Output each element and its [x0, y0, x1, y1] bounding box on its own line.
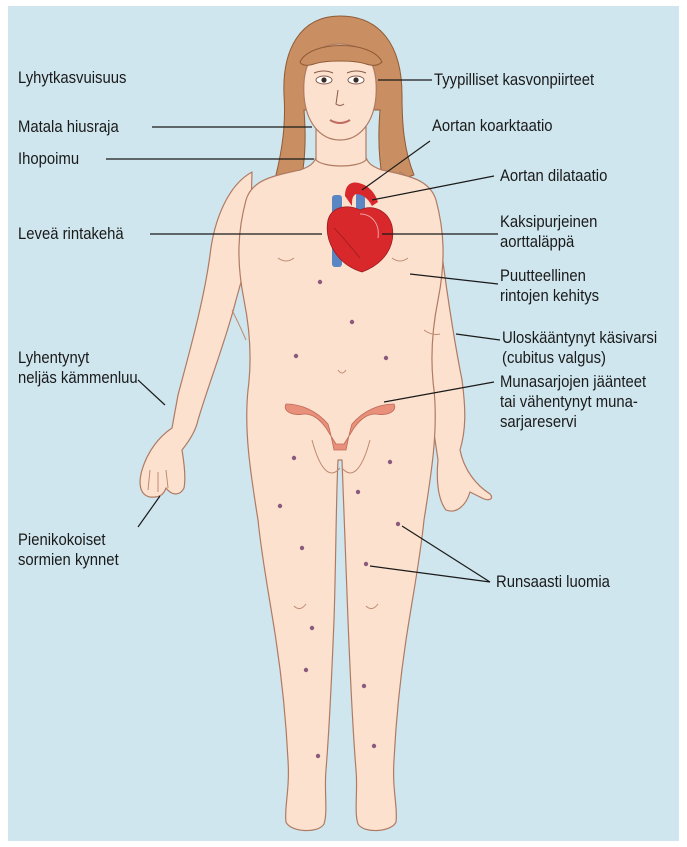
- label-short-metacarpal: Lyhentynyt neljäs kämmenluu: [18, 348, 138, 388]
- label-aortic-dilatation: Aortan dilataatio: [500, 166, 607, 186]
- label-line: Lyhentynyt: [18, 348, 138, 368]
- label-low-hairline: Matala hiusraja: [18, 117, 119, 137]
- label-line: sormien kynnet: [18, 550, 119, 570]
- label-line: Kaksipurjeinen: [500, 212, 597, 232]
- label-line: Puutteellinen: [500, 266, 599, 286]
- label-small-nails: Pienikokoiset sormien kynnet: [18, 530, 119, 570]
- label-coarctation: Aortan koarktaatio: [432, 116, 553, 136]
- label-cubitus-valgus: Uloskääntynyt käsivarsi (cubitus valgus): [502, 328, 657, 368]
- label-line: tai vähentynyt muna-: [500, 392, 646, 412]
- label-breast-development: Puutteellinen rintojen kehitys: [500, 266, 599, 306]
- label-line: neljäs kämmenluu: [18, 368, 138, 388]
- label-webbed-neck: Ihopoimu: [18, 149, 79, 169]
- label-line: Munasarjojen jäänteet: [500, 372, 646, 392]
- label-bicuspid-valve: Kaksipurjeinen aorttaläppä: [500, 212, 597, 252]
- label-line: rintojen kehitys: [500, 286, 599, 306]
- label-ovaries: Munasarjojen jäänteet tai vähentynyt mun…: [500, 372, 646, 432]
- label-line: Pienikokoiset: [18, 530, 119, 550]
- label-line: aorttaläppä: [500, 232, 597, 252]
- label-typical-face: Tyypilliset kasvonpiirteet: [434, 70, 594, 90]
- label-line: Uloskääntynyt käsivarsi: [502, 328, 657, 348]
- label-line: (cubitus valgus): [502, 348, 657, 368]
- label-moles: Runsaasti luomia: [496, 572, 610, 592]
- label-line: sarjareservi: [500, 412, 646, 432]
- label-broad-chest: Leveä rintakehä: [18, 224, 124, 244]
- label-short-stature: Lyhytkasvuisuus: [18, 68, 126, 88]
